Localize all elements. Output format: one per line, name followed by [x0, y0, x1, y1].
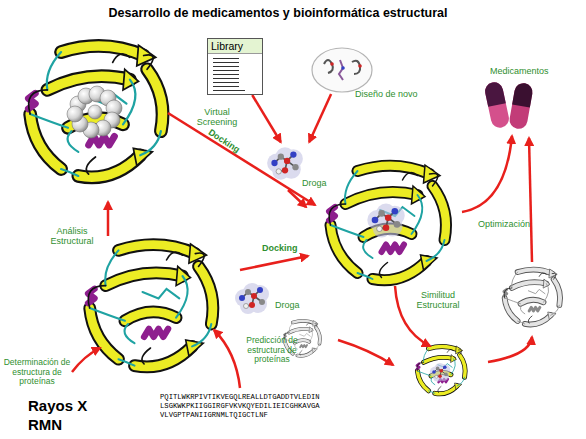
- compound-line: [213, 58, 239, 59]
- compound-line: [213, 70, 239, 71]
- node-label: Droga: [302, 178, 327, 188]
- library-box: Library: [207, 38, 263, 95]
- title: Desarrollo de medicamentos y bioinformát…: [40, 6, 516, 20]
- step-label: Docking: [207, 127, 242, 155]
- compound-line: [213, 62, 239, 63]
- drug-molecule: [264, 142, 306, 184]
- compound-line: [213, 66, 239, 67]
- step-label: Optimización: [478, 219, 530, 229]
- sequence-text: PQITLWKRPIVTIKVEGQLREALLDTGADDTVLEDIN LS…: [160, 393, 322, 420]
- step-label: Determinación de estructura de proteínas: [2, 358, 72, 387]
- compound-line: [213, 74, 239, 75]
- arrow-label: Virtual Screening: [193, 107, 241, 127]
- flow-arrow: [309, 94, 331, 142]
- step-label: Similitud Estructural: [410, 290, 466, 310]
- library-header: Library: [208, 39, 262, 54]
- step-label: Predicción de estructura de proteínas: [236, 336, 308, 365]
- compound-line: [213, 86, 239, 87]
- compound-line: [213, 78, 239, 79]
- method-label: Rayos X: [28, 398, 87, 415]
- compound-line: [213, 90, 245, 91]
- method-label: RMN: [28, 417, 62, 434]
- molecule-circle: [310, 46, 374, 94]
- drug-node: Droga: [264, 142, 330, 196]
- design-circle: Diseño de novo: [310, 46, 374, 94]
- step-label: Droga: [275, 300, 300, 310]
- step-label: Análisis Estructural: [42, 226, 102, 246]
- compound-line: [213, 82, 239, 83]
- step-label: Medicamentos: [490, 66, 549, 76]
- flow-arrow: [252, 95, 280, 142]
- step-label: Docking: [262, 243, 298, 253]
- node-label: Diseño de novo: [355, 89, 418, 99]
